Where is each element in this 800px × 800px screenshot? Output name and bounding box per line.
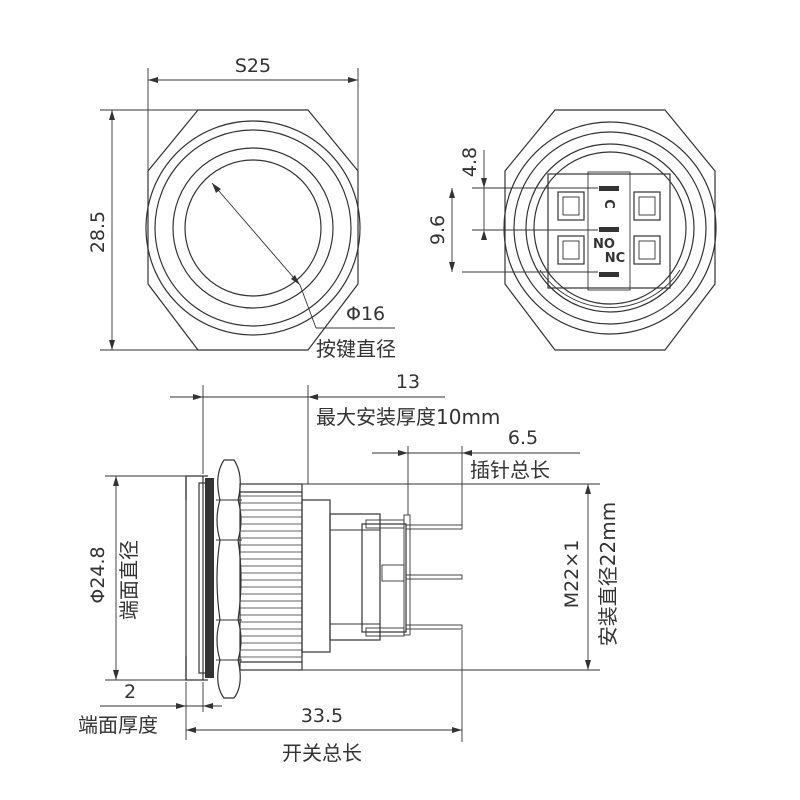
pin-mid [599, 227, 619, 232]
front-ring-3 [172, 147, 334, 309]
dim-4-8: 4.8 [459, 147, 481, 177]
pin-common [599, 186, 619, 191]
head-face [185, 475, 204, 681]
side-nut [216, 459, 242, 699]
dim-28-5: 28.5 [87, 211, 109, 253]
label-pin-length: 插针总长 [470, 458, 550, 482]
rear-ring-4 [533, 151, 687, 305]
pin-nc [599, 272, 619, 277]
front-view: S25 28.5 Φ16 按键直径 [87, 55, 396, 361]
gasket [205, 478, 214, 678]
pocket-bottom-right [633, 235, 661, 265]
dim-9-6: 9.6 [427, 215, 449, 245]
front-ring-outer [145, 120, 361, 336]
dim-13: 13 [396, 371, 420, 393]
label-total-length: 开关总长 [282, 741, 362, 765]
dim-s25: S25 [235, 55, 271, 77]
pin-middle [405, 574, 463, 580]
pin-top [405, 524, 463, 530]
label-max-mount-thickness: 最大安装厚度10mm [316, 405, 500, 429]
dim-6-5: 6.5 [508, 427, 538, 449]
pin-bottom [405, 624, 463, 630]
switch-body [329, 513, 381, 641]
terminal-block [547, 173, 671, 289]
pocket-top-right [633, 191, 661, 221]
rear-hex-nut [504, 109, 716, 351]
label-face-thickness: 端面厚度 [78, 713, 158, 737]
front-ring-2 [154, 129, 352, 327]
terminal-nc-label: NC [605, 251, 625, 266]
rear-ring-2 [513, 131, 707, 325]
dim-2: 2 [124, 681, 136, 703]
side-view: 13 最大安装厚度10mm 6.5 插针总长 Φ24.8 端面直径 M22×1 … [78, 371, 620, 765]
terminal-c-label: C [601, 199, 616, 209]
front-hex-nut [147, 109, 359, 351]
rear-view: C NO NC 4.8 9.6 [427, 109, 717, 351]
dim-33-5: 33.5 [301, 705, 343, 727]
rear-ring-3 [525, 143, 695, 313]
terminal-no-label: NO [593, 237, 615, 252]
front-button-face [184, 159, 322, 297]
terminal-housing [361, 523, 407, 633]
dim-phi16: Φ16 [346, 303, 385, 325]
label-button-diameter: 按键直径 [316, 337, 396, 361]
pocket-bottom-left [557, 235, 585, 265]
dim-phi24-8: Φ24.8 [87, 546, 109, 603]
dim-line-phi16 [211, 182, 301, 286]
collar [301, 499, 331, 653]
threaded-body [239, 483, 303, 671]
rear-ring-outer [503, 121, 717, 335]
thread-lines [240, 495, 302, 658]
pocket-top-left [557, 191, 585, 221]
label-face-diameter: 端面直径 [117, 540, 141, 620]
dim-m22: M22×1 [561, 540, 583, 609]
label-mount-diameter: 安装直径22mm [596, 502, 620, 646]
